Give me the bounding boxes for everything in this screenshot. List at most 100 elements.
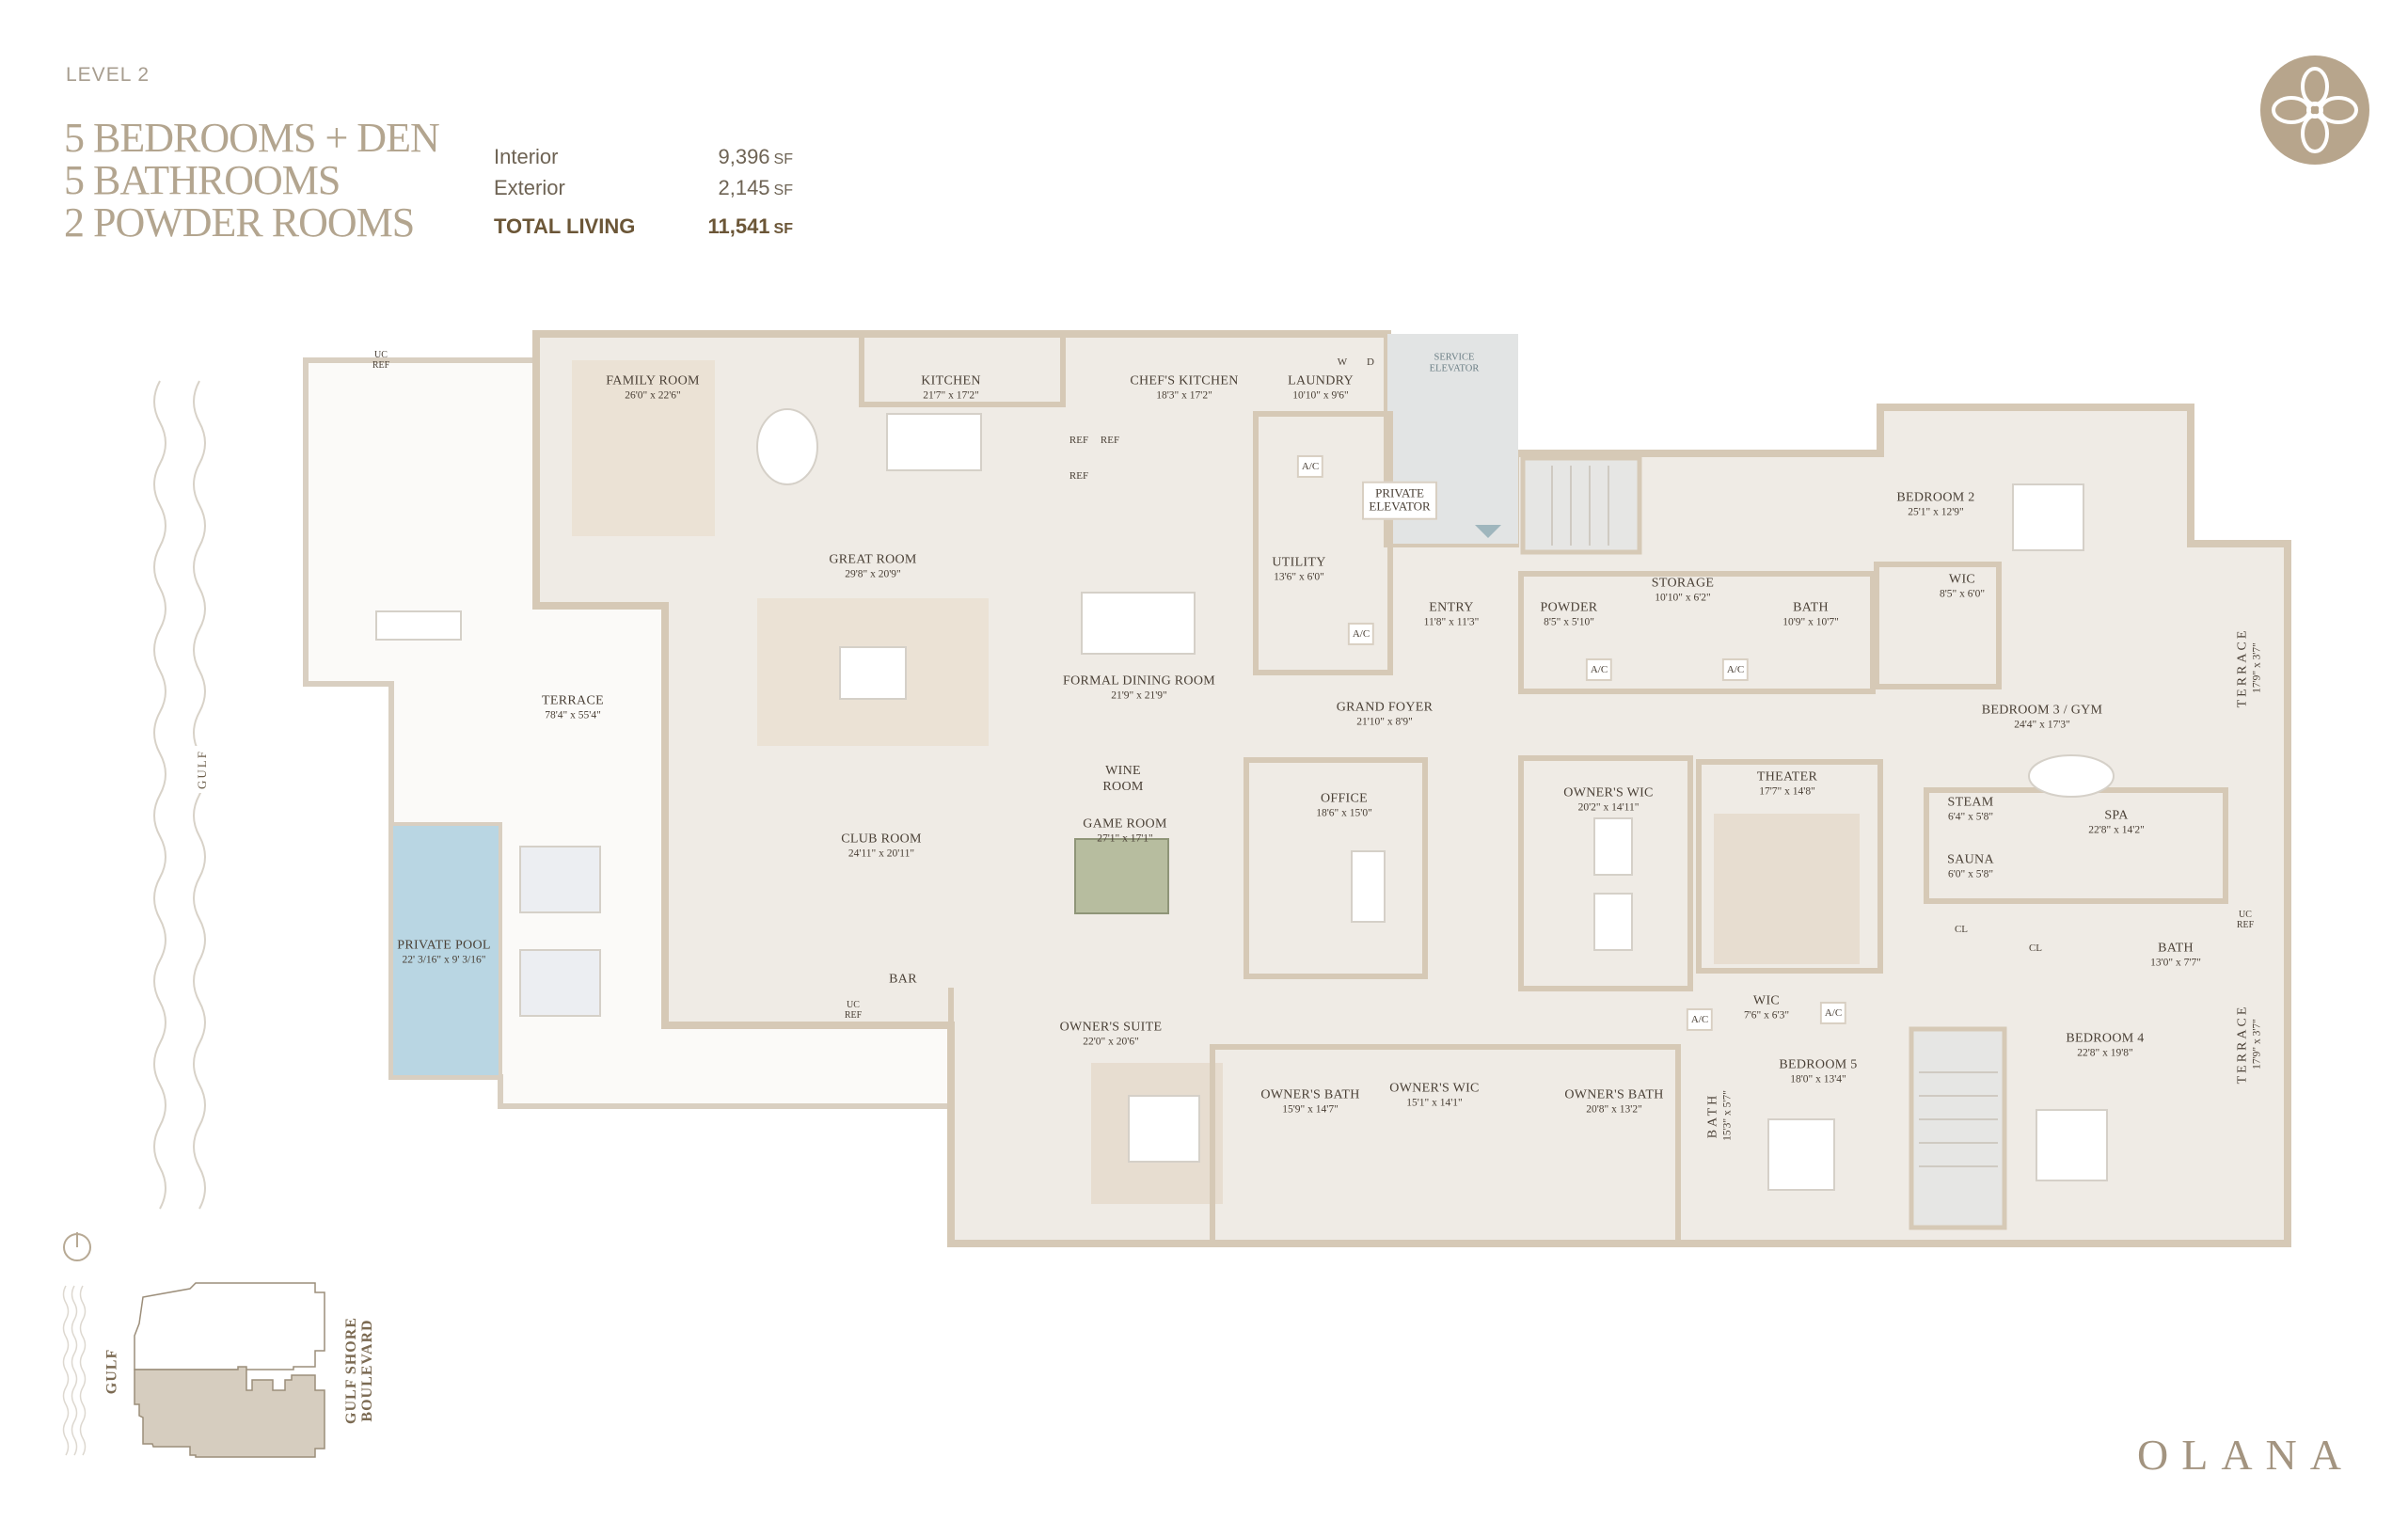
room-dimensions: 8'5" x 6'0" (1939, 588, 1986, 600)
room-name: PRIVATE POOL (397, 938, 491, 953)
room-name: TERRACE (2235, 627, 2250, 708)
room-dimensions: 8'5" x 5'10" (1544, 616, 1594, 628)
office-desk (1351, 850, 1386, 923)
room-name: OWNER'S WIC (1389, 1081, 1480, 1096)
room-name: GREAT ROOM (829, 552, 917, 567)
room-dimensions: 29'8" x 20'9" (845, 568, 901, 580)
room-name: BEDROOM 3 / GYM (1981, 703, 2103, 718)
room-dimensions: 21'10" x 8'9" (1356, 716, 1413, 728)
room-name: FORMAL DINING ROOM (1063, 673, 1215, 689)
room-dimensions: 26'0" x 22'6" (625, 389, 681, 402)
room-dimensions: 24'11" x 20'11" (848, 848, 915, 860)
room-dimensions: 13'6" x 6'0" (1274, 571, 1324, 583)
room-dimensions: 18'3" x 17'2" (1156, 389, 1212, 402)
room-dimensions: 10'10" x 9'6" (1292, 389, 1349, 402)
room-name: TERRACE (2235, 1004, 2250, 1085)
wic-island-1 (1593, 817, 1633, 876)
room-dimensions: 22'8" x 14'2" (2088, 824, 2145, 836)
billiard-table (1074, 838, 1169, 914)
elevator-arrow-icon (1475, 525, 1501, 538)
exterior-sf: 2,145 (718, 176, 770, 199)
uc-ref-tag: UC REF (2236, 910, 2255, 930)
room-dimensions: 22'8" x 19'8" (2077, 1047, 2133, 1059)
total-living-label: TOTAL LIVING (494, 214, 636, 238)
interior-sf: 9,396 (718, 145, 770, 168)
room-dimensions: 15'3" x 5'7" (1721, 1090, 1734, 1141)
closet-tag: CL (1954, 923, 1969, 935)
room-label: BAR (889, 973, 917, 989)
coffee-table (839, 646, 907, 700)
private-pool (389, 822, 502, 1079)
ac-tag: A/C (1585, 658, 1613, 682)
room-name: STEAM (1947, 795, 1994, 810)
room-name: CLUB ROOM (841, 832, 922, 847)
room-dimensions: 21'7" x 17'2" (923, 389, 979, 402)
dryer-tag: D (1367, 356, 1374, 368)
room-dimensions: 17'9" x 3'7" (2251, 1019, 2263, 1069)
north-arrow-icon (63, 1232, 91, 1261)
unit: SF (773, 151, 793, 167)
room-name: GAME ROOM (1083, 816, 1167, 832)
level-label: LEVEL 2 (66, 64, 150, 86)
room-dimensions: 22'0" x 20'6" (1083, 1036, 1139, 1048)
total-sf: 11,541 (707, 214, 770, 238)
key-plan (62, 1232, 325, 1458)
gulf-waves (153, 380, 206, 1210)
bed-owners (1128, 1095, 1200, 1163)
unit: SF (773, 182, 793, 198)
room-name: CHEF'S KITCHEN (1130, 373, 1239, 388)
keyplan-gulf-label: GULF (103, 1348, 120, 1395)
keyplan-street-label: GULF SHORE BOULEVARD (343, 1317, 376, 1424)
ac-tag: A/C (1819, 1001, 1847, 1025)
room-name: WIC (1752, 993, 1781, 1008)
theater-rug (1714, 814, 1860, 964)
room-dimensions: 15'9" x 14'7" (1282, 1103, 1339, 1116)
room-name: TERRACE (542, 693, 604, 708)
bed-5 (1767, 1118, 1835, 1191)
room-name: BEDROOM 2 (1896, 490, 1975, 505)
ac-tag: A/C (1347, 622, 1375, 646)
room-name: LAUNDRY (1288, 373, 1354, 388)
room-name: BEDROOM 4 (2066, 1031, 2145, 1046)
room-name: OWNER'S BATH (1260, 1087, 1360, 1102)
powder-rooms-summary: 2 POWDER ROOMS (64, 199, 415, 246)
wic-island-2 (1593, 893, 1633, 951)
exterior-label: Exterior (494, 176, 565, 199)
bed-2 (2012, 483, 2084, 551)
ac-tag: A/C (1296, 454, 1324, 479)
room-dimensions: 10'10" x 6'2" (1655, 592, 1711, 604)
interior-label: Interior (494, 145, 559, 168)
ref-tag: REF (1100, 434, 1120, 446)
kitchen-island (886, 413, 982, 471)
stair-lower (1909, 1026, 2007, 1230)
street-line-2: BOULEVARD (359, 1319, 375, 1422)
keyplan-waves (62, 1285, 87, 1456)
room-name: BAR (889, 972, 917, 987)
room-name: KITCHEN (921, 373, 981, 388)
room-dimensions: 78'4" x 55'4" (545, 709, 601, 721)
room-name: WINE ROOM (1102, 764, 1144, 794)
dining-table-round (756, 408, 818, 485)
room-name: OWNER'S SUITE (1059, 1020, 1163, 1035)
bathrooms-summary: 5 BATHROOMS (64, 157, 341, 203)
room-dimensions: 15'1" x 14'1" (1406, 1097, 1463, 1109)
room-name: SPA (2104, 808, 2129, 823)
